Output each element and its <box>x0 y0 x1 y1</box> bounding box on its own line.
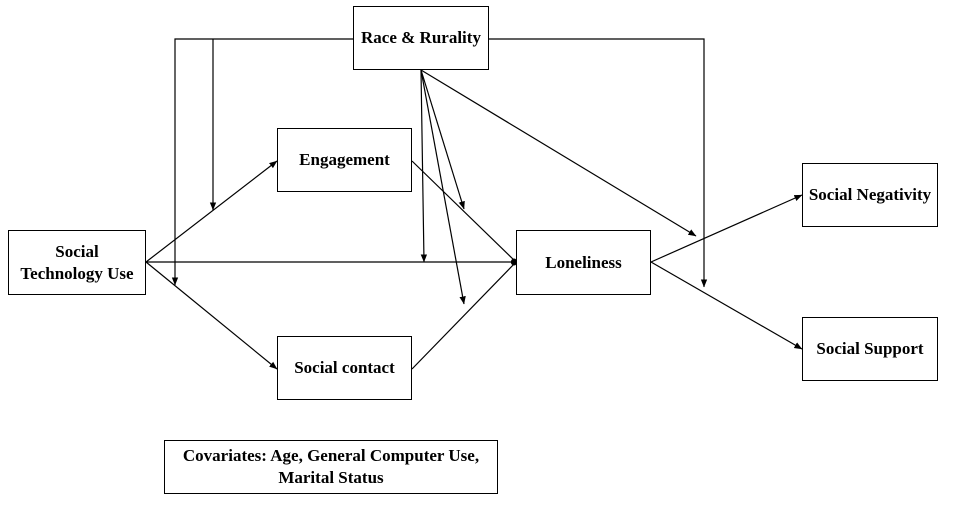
edge-tech-to-engagement <box>145 160 278 263</box>
node-social-technology-use: Social Technology Use <box>8 230 146 295</box>
edge-social-contact-to-loneliness <box>411 261 517 370</box>
edge-loneliness-to-social-support <box>650 261 803 350</box>
node-social-support-label: Social Support <box>816 339 924 358</box>
node-social-contact-label: Social contact <box>294 358 395 377</box>
moderator-bracket-left <box>171 38 353 286</box>
node-engagement-label: Engagement <box>299 150 390 169</box>
node-race-rurality-label: Race & Rurality <box>361 28 481 47</box>
node-social-negativity: Social Negativity <box>802 163 938 227</box>
covariates-label: Covariates: Age, General Computer Use, M… <box>182 446 480 487</box>
edge-tech-to-social-contact <box>145 261 278 370</box>
node-race-rurality: Race & Rurality <box>353 6 489 70</box>
node-loneliness: Loneliness <box>516 230 651 295</box>
node-social-technology-use-label: Social Technology Use <box>20 241 134 283</box>
edge-engagement-to-loneliness <box>411 160 517 263</box>
node-engagement: Engagement <box>277 128 412 192</box>
node-social-negativity-label: Social Negativity <box>808 185 932 204</box>
moderator-bracket-right <box>489 38 708 288</box>
moderator-to-engagement-path <box>420 69 465 210</box>
moderator-to-direct-path <box>420 69 428 263</box>
node-social-support: Social Support <box>802 317 938 381</box>
covariates-box: Covariates: Age, General Computer Use, M… <box>164 440 498 494</box>
moderator-to-contact-path <box>420 69 466 305</box>
node-social-contact: Social contact <box>277 336 412 400</box>
moderator-to-negativity-path <box>420 69 697 237</box>
edge-loneliness-to-social-negativity <box>650 194 803 263</box>
node-loneliness-label: Loneliness <box>545 252 622 272</box>
